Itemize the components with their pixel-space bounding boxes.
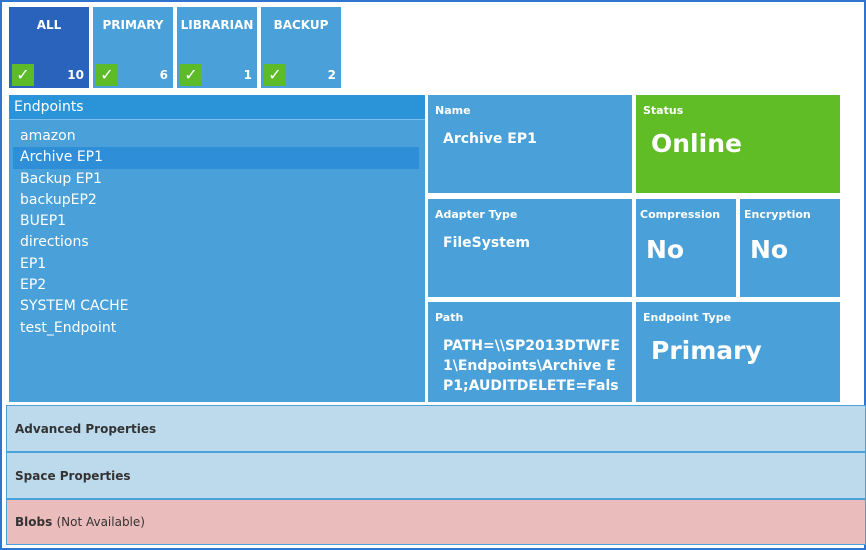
adapter-type-tile: Adapter Type FileSystem [428, 199, 632, 297]
adapter-type-value: FileSystem [443, 235, 530, 251]
path-value: PATH=\\SP2013DTWFE1\Endpoints\Archive EP… [443, 338, 620, 402]
list-item[interactable]: BUEP1 [20, 213, 67, 230]
list-item[interactable]: amazon [20, 128, 76, 144]
filter-label: LIBRARIAN [180, 18, 254, 32]
blobs-label: Blobs [15, 515, 53, 529]
advanced-properties-section[interactable]: Advanced Properties [6, 405, 866, 452]
path-tile: Path PATH=\\SP2013DTWFE1\Endpoints\Archi… [428, 302, 632, 402]
filter-label: BACKUP [273, 18, 329, 32]
status-label: Status [643, 104, 684, 117]
endpoints-list-panel: Endpoints amazon Archive EP1 Backup EP1 … [9, 95, 425, 402]
list-item[interactable]: EP2 [20, 277, 47, 294]
encryption-tile: Encryption No [740, 199, 840, 297]
list-item[interactable]: SYSTEM CACHE [20, 298, 129, 315]
endpoint-type-value: Primary [651, 336, 762, 365]
encryption-label: Encryption [744, 208, 811, 221]
filter-tile-all[interactable]: ALL ✓ 10 [9, 7, 89, 88]
filter-tile-librarian[interactable]: LIBRARIAN ✓ 1 [177, 7, 257, 88]
endpoint-type-label: Endpoint Type [643, 311, 732, 324]
list-item[interactable]: EP1 [20, 255, 47, 272]
filter-count: 2 [327, 68, 336, 82]
endpoints-header: Endpoints [9, 95, 425, 120]
list-item[interactable]: test_Endpoint [20, 319, 117, 336]
check-icon[interactable]: ✓ [96, 64, 118, 86]
filter-tile-primary[interactable]: PRIMARY ✓ 6 [93, 7, 173, 88]
check-icon[interactable]: ✓ [12, 64, 34, 86]
name-tile: Name Archive EP1 [428, 95, 632, 193]
compression-value: No [646, 235, 685, 264]
filter-count: 10 [67, 68, 84, 82]
status-tile: Status Online [636, 95, 840, 193]
advanced-properties-label: Advanced Properties [15, 422, 157, 436]
check-icon[interactable]: ✓ [180, 64, 202, 86]
list-item[interactable]: directions [20, 234, 89, 251]
compression-tile: Compression No [636, 199, 736, 297]
list-item[interactable]: backupEP2 [20, 191, 97, 208]
list-item-selected[interactable]: Archive EP1 [13, 147, 419, 169]
name-value: Archive EP1 [443, 131, 537, 147]
check-icon[interactable]: ✓ [264, 64, 286, 86]
adapter-type-label: Adapter Type [435, 208, 518, 221]
blobs-section[interactable]: Blobs (Not Available) [6, 499, 866, 545]
filter-label: PRIMARY [102, 18, 164, 32]
path-label: Path [435, 311, 464, 324]
filter-label: ALL [36, 18, 62, 32]
filter-count: 6 [159, 68, 168, 82]
filter-count: 1 [243, 68, 252, 82]
encryption-value: No [750, 235, 789, 264]
endpoint-type-tile: Endpoint Type Primary [636, 302, 840, 402]
compression-label: Compression [640, 208, 721, 221]
blobs-note: (Not Available) [56, 515, 145, 529]
name-label: Name [435, 104, 471, 117]
endpoints-list: amazon Archive EP1 Backup EP1 backupEP2 … [9, 120, 425, 339]
space-properties-section[interactable]: Space Properties [6, 452, 866, 499]
space-properties-label: Space Properties [15, 469, 131, 483]
list-item[interactable]: Backup EP1 [20, 170, 102, 187]
filter-tile-backup[interactable]: BACKUP ✓ 2 [261, 7, 341, 88]
status-value: Online [651, 129, 742, 158]
